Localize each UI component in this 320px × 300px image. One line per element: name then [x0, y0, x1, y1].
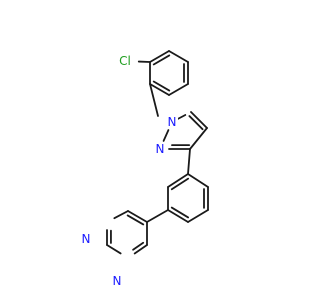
atom-label-cl: Cl [119, 54, 131, 68]
bond-line [127, 210, 148, 223]
bond-line [189, 127, 208, 150]
bond-line [187, 173, 209, 188]
bond-line [167, 173, 189, 188]
atom-label-n1: N [168, 115, 177, 129]
bond-line [113, 210, 129, 220]
molecule-structure-diagram: Cl N N N N [80, 50, 209, 288]
atom-nitrogen-n4: N [111, 274, 123, 288]
bond-line [152, 54, 171, 66]
bond-line [126, 214, 145, 226]
bond-line [168, 83, 189, 96]
bond-line [146, 209, 169, 223]
bond-line [162, 129, 170, 142]
bond-line [190, 111, 208, 129]
atom-nitrogen-n3: N [80, 232, 92, 246]
bond-line [149, 83, 159, 117]
atom-nitrogen-n2: N [154, 142, 166, 156]
atom-labels: Cl N N N N [80, 54, 178, 288]
bond-line [188, 115, 204, 131]
bond-line [133, 244, 148, 255]
bond-line [187, 209, 209, 223]
atom-label-n2: N [156, 142, 165, 156]
bond-line [149, 50, 170, 63]
bond-line [149, 83, 170, 96]
bond-line [132, 241, 145, 251]
bond-line [152, 80, 171, 92]
atom-label-n3: N [82, 232, 91, 246]
atom-chlorine: Cl [117, 54, 133, 68]
atom-nitrogen-n1: N [166, 115, 178, 129]
bond-line [168, 50, 189, 63]
bonds [106, 50, 209, 255]
bond-line [167, 209, 189, 223]
bond-line [187, 148, 191, 175]
bond-line [170, 206, 190, 219]
bond-line [106, 244, 122, 255]
atom-label-n4: N [113, 274, 122, 288]
bond-line [170, 177, 190, 191]
